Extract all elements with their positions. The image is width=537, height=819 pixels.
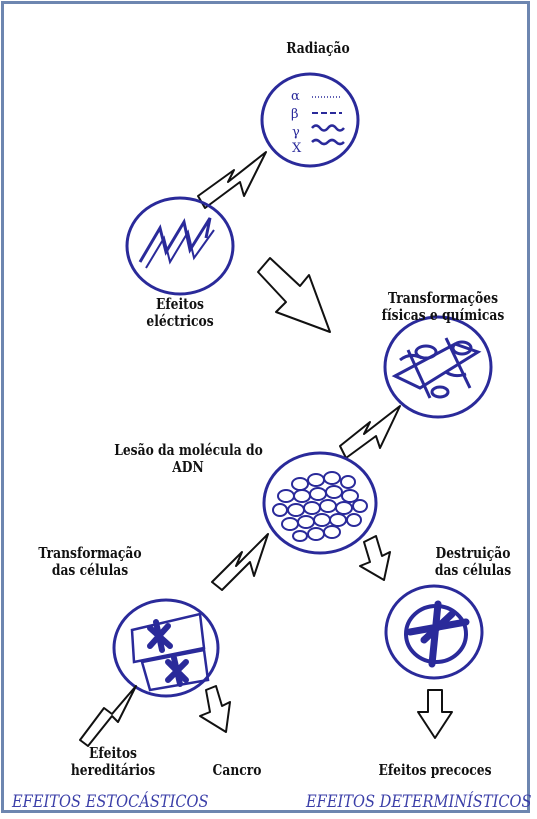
gamma-ray-wave (312, 126, 344, 131)
cell-destruction-label: Destruição das células (428, 545, 518, 579)
hereditary-line2: hereditários (68, 762, 158, 779)
transformation-circle (114, 600, 218, 696)
cell-transformation-line2: das células (33, 562, 148, 579)
chromosome-2-icon (168, 658, 186, 684)
deterministic-category-label: EFEITOS DETERMINÍSTICOS (306, 793, 532, 811)
cell-destruction-line2: das células (428, 562, 518, 579)
molecule-blob-3-icon (432, 387, 448, 397)
hereditary-line1: Efeitos (68, 745, 158, 762)
cell-cluster-icon (273, 472, 367, 541)
physchem-circle (385, 317, 491, 417)
arrow-physchem-to-dna (340, 406, 400, 458)
radiation-circle: α β γ X (262, 74, 358, 166)
arrow-dna-to-destruction (360, 536, 390, 580)
gamma-label: γ (292, 125, 300, 140)
cell-destruction-line1: Destruição (428, 545, 518, 562)
physchem-line1: Transformações (382, 290, 505, 307)
physchem-label: Transformações físicas e químicas (382, 290, 505, 324)
radiation-label: Radiação (277, 40, 359, 57)
hereditary-label: Efeitos hereditários (68, 745, 158, 779)
x-ray-label: X (292, 141, 302, 156)
arrow-to-hereditary (80, 686, 136, 746)
electric-effects-circle (127, 198, 233, 294)
cell-transformation-line1: Transformação (33, 545, 148, 562)
early-effects-label: Efeitos precoces (374, 762, 497, 779)
x-ray-wave (312, 140, 344, 144)
arrow-dna-to-transformation (212, 534, 268, 590)
stochastic-category-label: EFEITOS ESTOCÁSTICOS (12, 793, 209, 811)
arrow-to-early-effects (418, 690, 452, 738)
cell-transformation-label: Transformação das células (33, 545, 148, 579)
alpha-label: α (291, 89, 300, 104)
cell-outline-icon (132, 614, 204, 662)
dna-circle (264, 453, 376, 553)
electric-effects-line1: Efeitos (139, 296, 221, 313)
dna-lesion-line2: ADN (114, 459, 262, 476)
destruction-circle (386, 586, 482, 678)
electric-effects-line2: eléctricos (139, 313, 221, 330)
beta-label: β (291, 107, 299, 122)
physchem-line2: físicas e químicas (382, 307, 505, 324)
dna-lesion-label: Lesão da molécula do ADN (114, 442, 262, 476)
arrow-electric-to-physchem (258, 258, 330, 332)
arrow-to-cancer (200, 686, 230, 732)
arrow-radiation-to-electric (198, 152, 266, 208)
cancer-label: Cancro (200, 762, 274, 779)
electric-effects-label: Efeitos eléctricos (139, 296, 221, 330)
dna-lesion-line1: Lesão da molécula do (114, 442, 262, 459)
